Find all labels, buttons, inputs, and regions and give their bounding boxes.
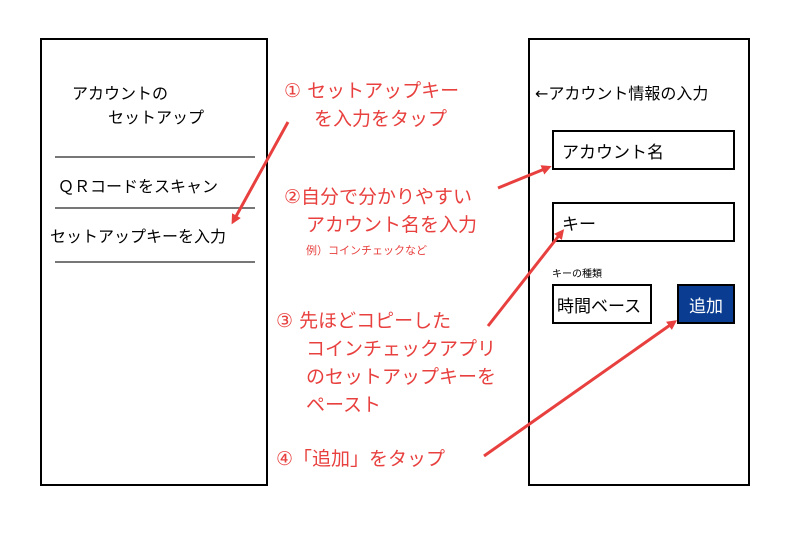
step1-line2: を入力をタップ xyxy=(314,108,448,130)
arrow-step4 xyxy=(483,320,678,458)
left-title-line1: アカウントの xyxy=(72,84,169,103)
right-phone-screen xyxy=(528,38,750,486)
left-title-line2: セットアップ xyxy=(108,108,205,127)
step1-line1: ① セットアップキー xyxy=(284,80,460,102)
right-header: ←アカウント情報の入力 xyxy=(535,84,709,103)
key-type-label: キーの種類 xyxy=(552,269,602,280)
menu-item-setup-key[interactable]: セットアップキーを入力 xyxy=(50,227,227,246)
arrow-step3 xyxy=(486,229,565,327)
add-button[interactable]: 追加 xyxy=(677,284,735,324)
divider-middle xyxy=(55,207,255,209)
arrow-step2 xyxy=(497,165,552,190)
step3-line1: ③ 先ほどコピーした xyxy=(276,310,452,332)
step3-line3: のセットアップキーを xyxy=(306,366,497,388)
step2-line1: ②自分で分かりやすい xyxy=(284,186,473,208)
step2-line2: アカウント名を入力 xyxy=(306,214,478,236)
step4-text: ④「追加」をタップ xyxy=(276,448,446,470)
menu-item-qr-scan[interactable]: ＱＲコードをスキャン xyxy=(58,177,219,196)
step3-line4: ペースト xyxy=(306,394,382,416)
account-name-field[interactable]: アカウント名 xyxy=(552,130,735,170)
step3-line2: コインチェックアプリ xyxy=(306,338,497,360)
step2-example: 例）コインチェックなど xyxy=(306,244,427,257)
arrow-step1 xyxy=(231,121,290,225)
divider-bottom xyxy=(55,261,255,263)
divider-top xyxy=(55,156,255,158)
key-type-select[interactable]: 時間ベース xyxy=(552,284,652,324)
key-field[interactable]: キー xyxy=(552,202,735,242)
